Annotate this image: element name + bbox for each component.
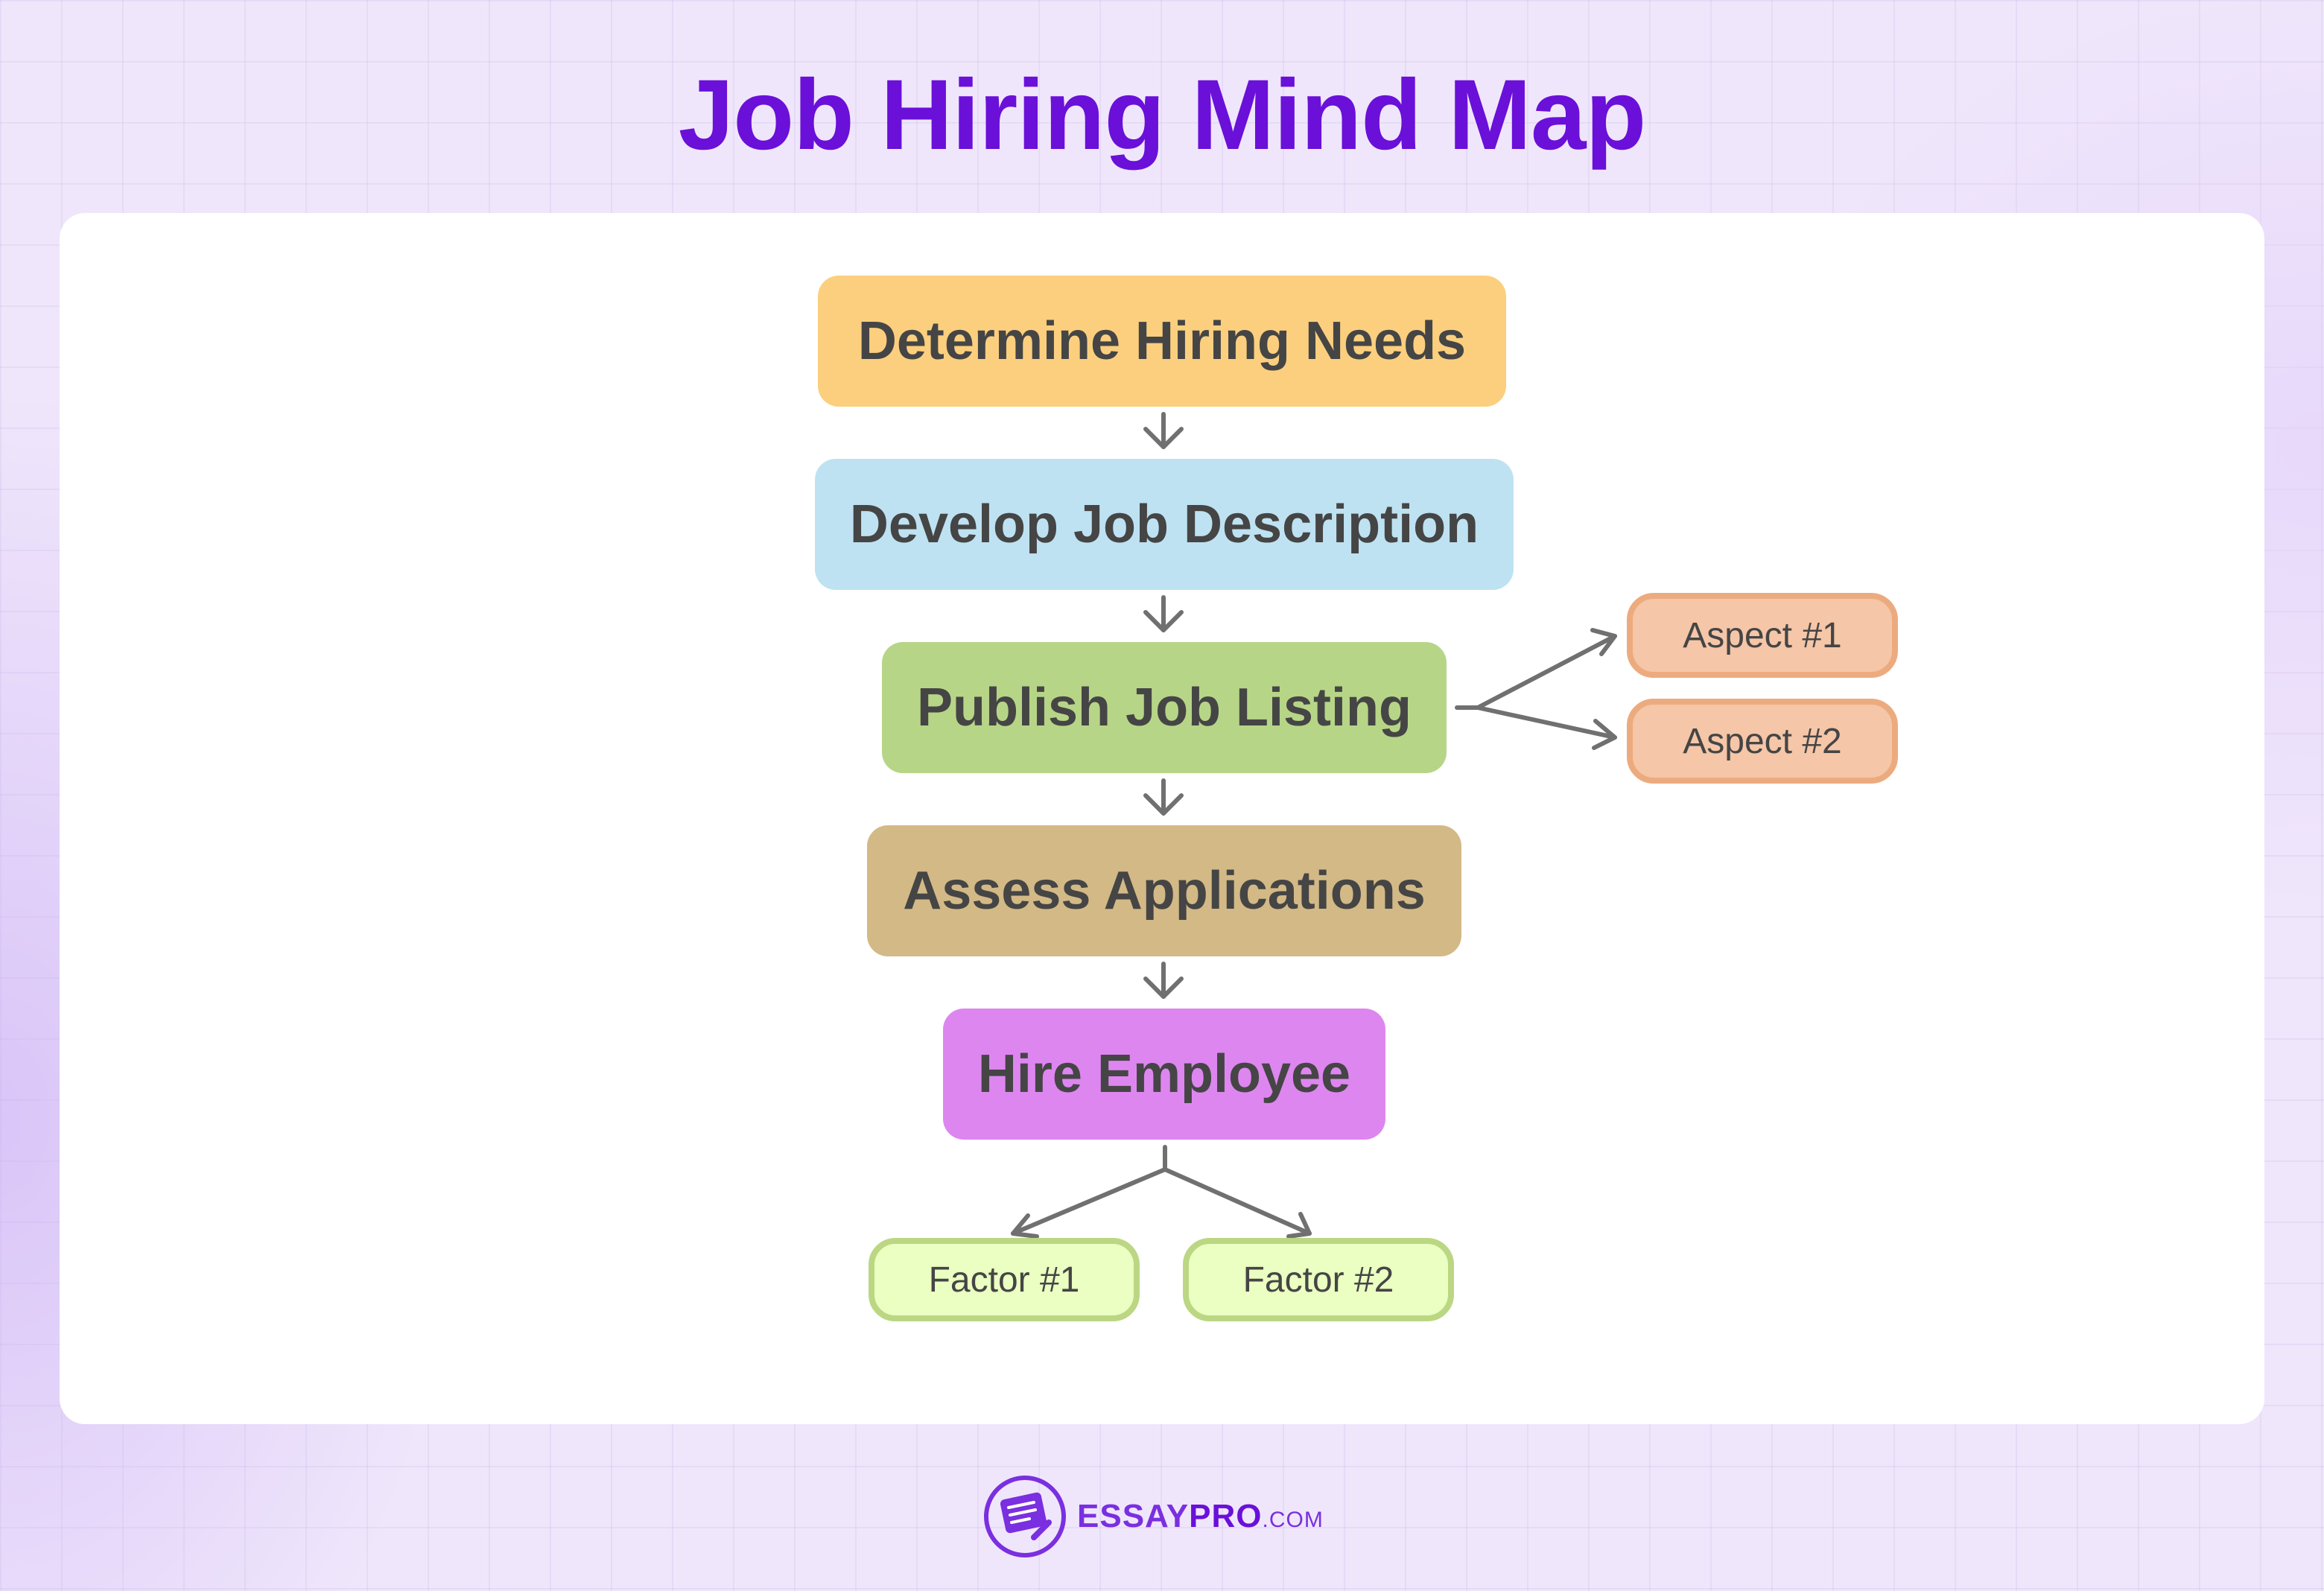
arrow-down-4 (1143, 962, 1184, 999)
step-develop-job-description: Develop Job Description (815, 459, 1514, 590)
essay-document-pen-icon (984, 1476, 1066, 1557)
logo-text-com: .COM (1262, 1508, 1324, 1532)
logo-text-pro: PRO (1189, 1498, 1263, 1534)
arrow-down-1 (1143, 412, 1184, 449)
page-title: Job Hiring Mind Map (678, 60, 1647, 171)
factor-2: Factor #2 (1183, 1238, 1454, 1321)
logo-text-essay: ESSAY (1077, 1498, 1190, 1534)
aspect-2: Aspect #2 (1627, 699, 1898, 784)
arrow-down-3 (1143, 778, 1184, 816)
branch-to-aspects (1455, 628, 1617, 750)
factor-1: Factor #1 (869, 1238, 1140, 1321)
step-determine-hiring-needs: Determine Hiring Needs (818, 276, 1506, 407)
branch-to-factors (1011, 1145, 1312, 1239)
step-assess-applications: Assess Applications (867, 825, 1461, 956)
step-hire-employee: Hire Employee (943, 1009, 1385, 1140)
aspect-1: Aspect #1 (1627, 593, 1898, 678)
step-publish-job-listing: Publish Job Listing (882, 642, 1447, 773)
arrow-down-2 (1143, 595, 1184, 632)
logo-wordmark: ESSAYPRO.COM (1077, 1498, 1324, 1535)
essaypro-logo: ESSAYPRO.COM (982, 1472, 1324, 1561)
